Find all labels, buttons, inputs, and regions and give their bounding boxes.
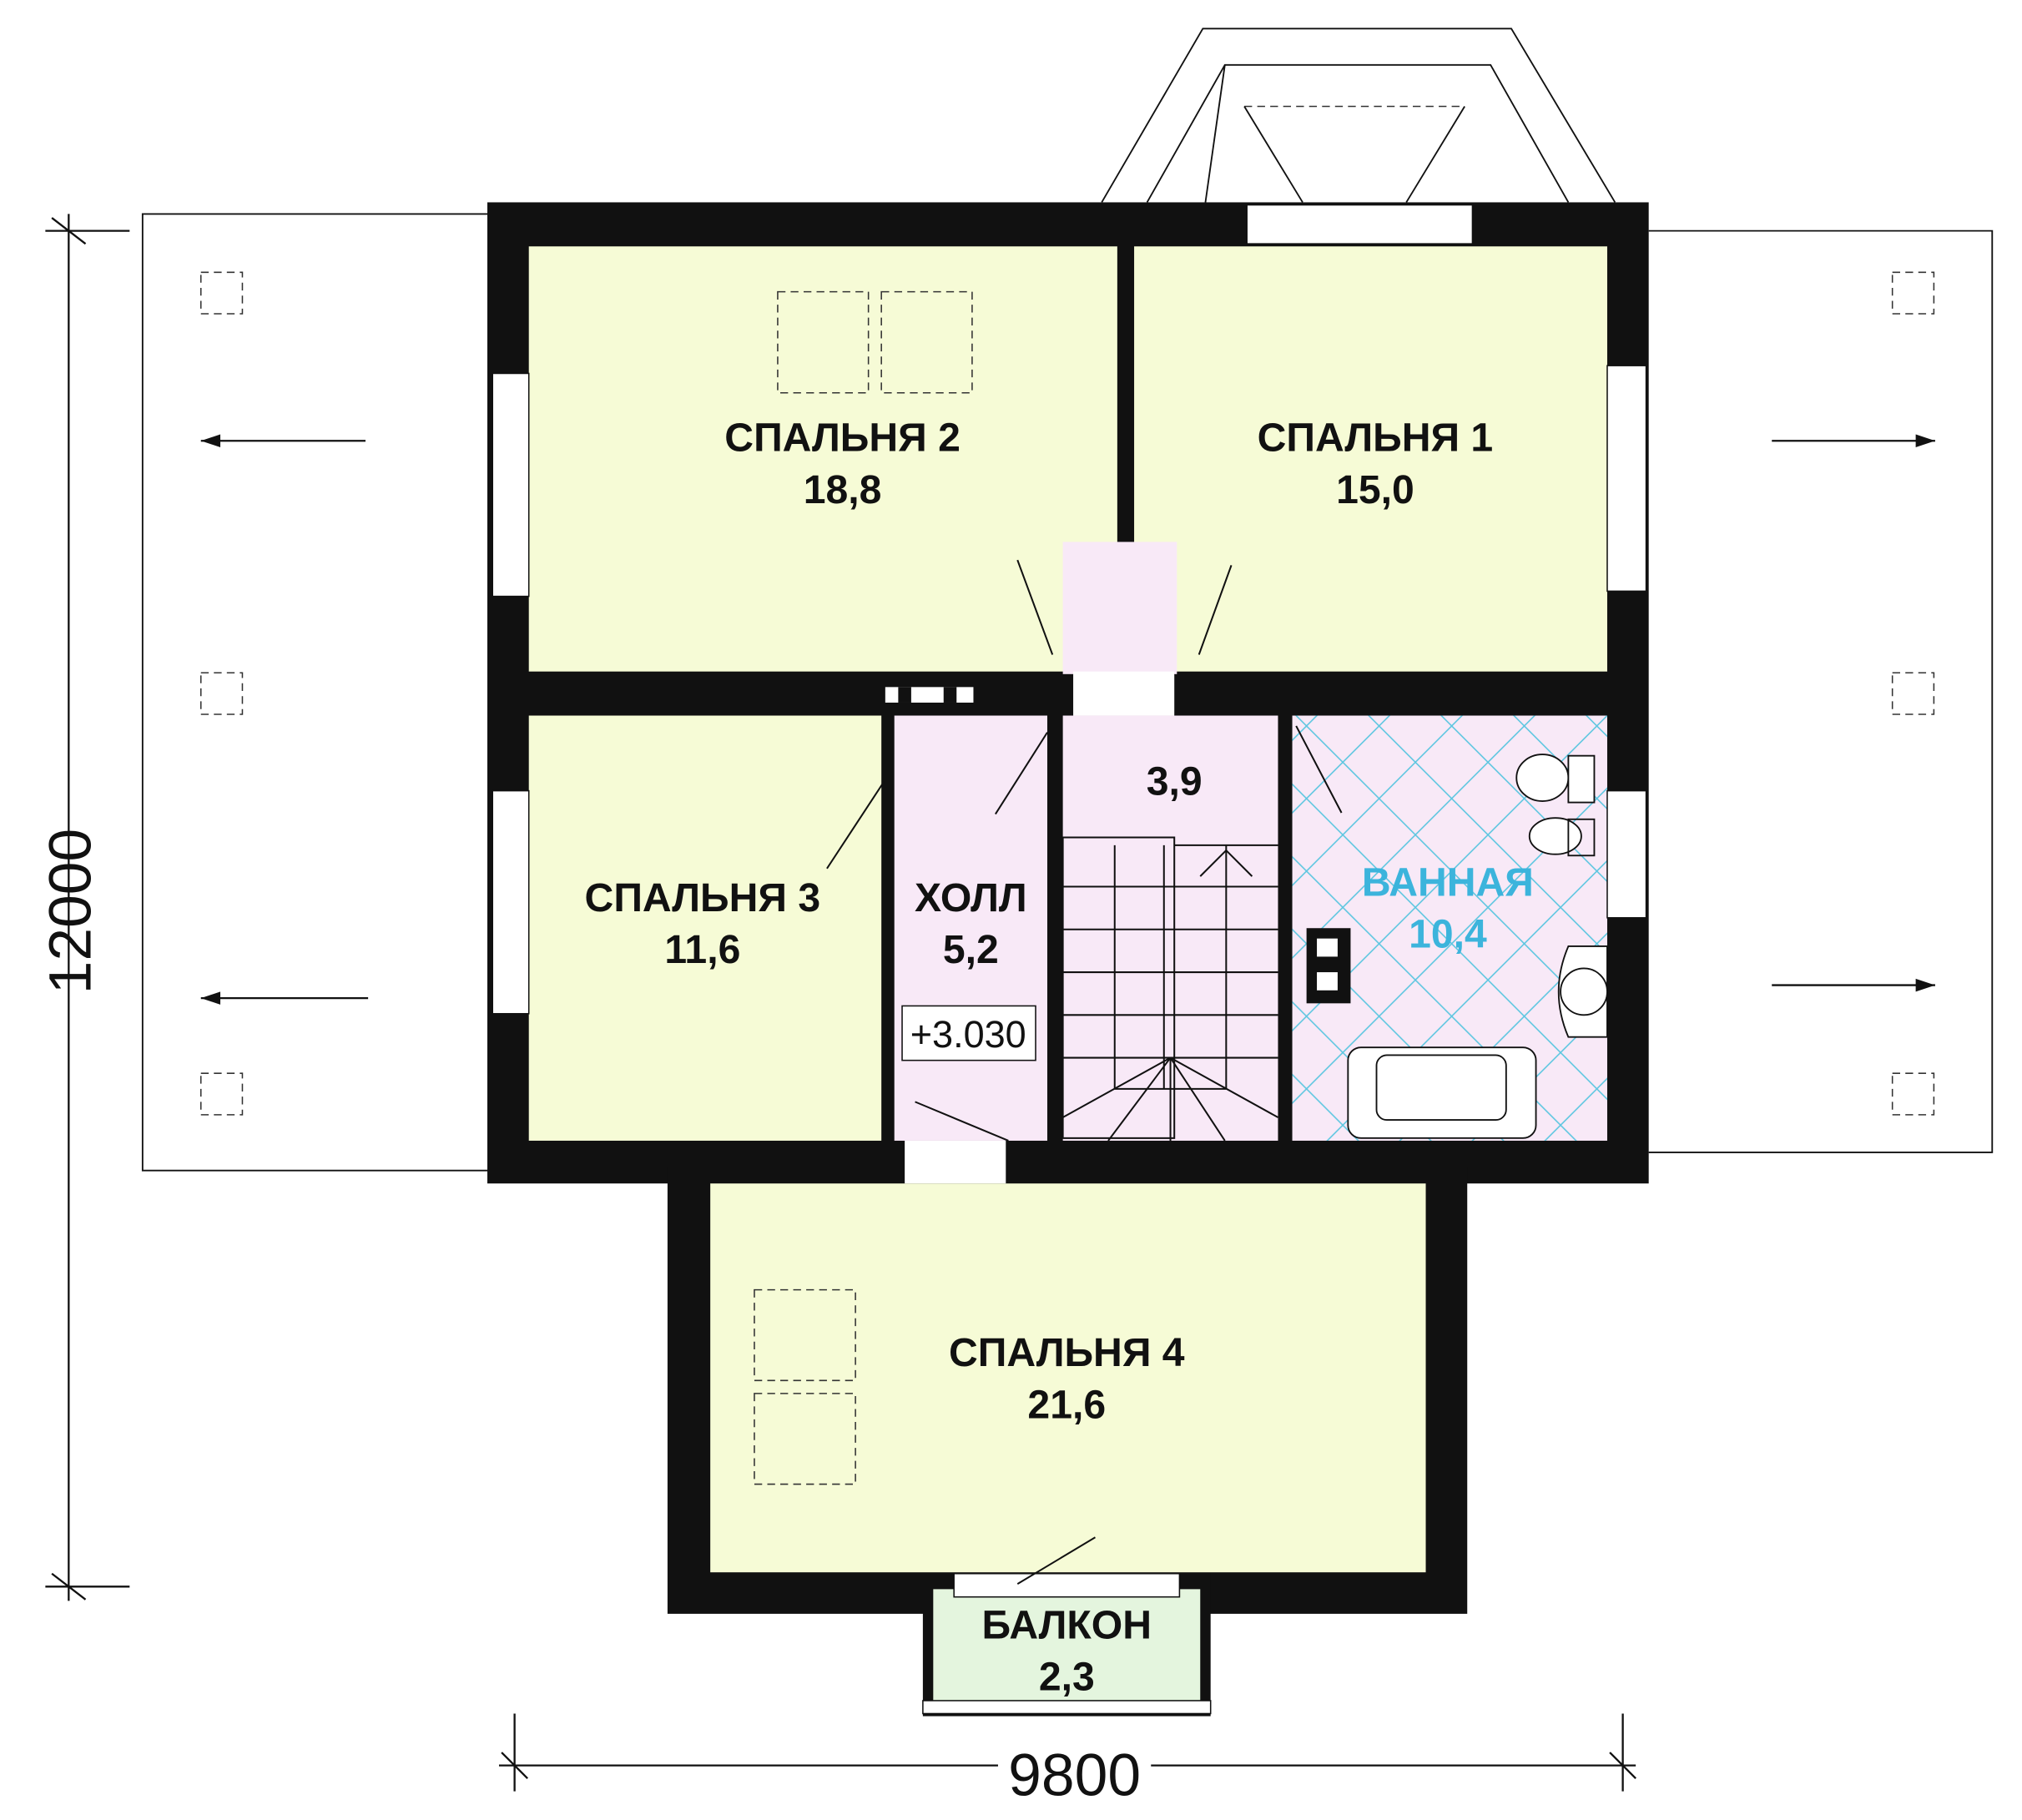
room-area: 21,6: [1027, 1382, 1106, 1427]
room-area: 3,9: [1147, 759, 1203, 804]
window: [1246, 204, 1474, 245]
column-mark: [199, 271, 244, 315]
balcony-rail: [922, 1700, 1212, 1715]
window: [1606, 789, 1647, 919]
skylights: [754, 290, 973, 1485]
dimension-width-label: 9800: [1008, 1742, 1141, 1808]
room-name: СПАЛЬНЯ 2: [724, 416, 961, 461]
bathroom-fixtures: [1347, 754, 1608, 1139]
windows: [492, 204, 1647, 1715]
room-hall: [894, 715, 1047, 1141]
room-name: СПАЛЬНЯ 4: [949, 1330, 1185, 1375]
doorway: [1073, 671, 1175, 716]
toilet-icon: [1515, 754, 1570, 802]
room-balcony: [933, 1589, 1201, 1707]
room-area: 15,0: [1336, 467, 1414, 512]
column-mark: [199, 672, 244, 715]
room-name: СПАЛЬНЯ 3: [585, 875, 821, 920]
room-area: 10,4: [1409, 912, 1487, 957]
closet: [1062, 542, 1177, 674]
level-mark-box: [901, 1005, 1036, 1061]
window: [492, 372, 530, 597]
balcony-door: [953, 1572, 1181, 1598]
staircase: [1061, 836, 1278, 1142]
column-mark: [1891, 271, 1935, 315]
room-area: 2,3: [1039, 1655, 1095, 1700]
level-mark: +3.030: [910, 1013, 1026, 1056]
doorway: [905, 1140, 1006, 1184]
roof-right: [1648, 229, 1994, 1153]
bidet-icon: [1528, 817, 1582, 855]
room-area: 11,6: [664, 927, 740, 972]
column-mark: [199, 1072, 244, 1116]
room-bedroom-2: [528, 246, 1117, 672]
roof-left: [141, 213, 488, 1172]
vent-icon: [885, 687, 1351, 1004]
room-name: ХОЛЛ: [915, 875, 1027, 920]
dimension-height: [45, 214, 130, 1601]
window: [492, 789, 530, 1015]
toilet-tank: [1567, 754, 1596, 804]
room-area: 5,2: [943, 927, 999, 972]
column-mark: [1891, 672, 1935, 715]
room-bedroom-4: [710, 1183, 1426, 1573]
room-bedroom-1: [1134, 246, 1607, 672]
column-mark: [1891, 1072, 1935, 1116]
room-name: БАЛКОН: [982, 1602, 1152, 1647]
room-name: ВАННАЯ: [1362, 860, 1534, 905]
dimension-height-label: 12000: [38, 829, 104, 995]
door-swings: [826, 559, 1343, 1586]
dimension-width: [498, 1713, 1636, 1792]
room-area: 18,8: [804, 467, 882, 512]
window: [1606, 365, 1647, 592]
room-name: СПАЛЬНЯ 1: [1258, 416, 1494, 461]
roof-dormer: [1101, 28, 1616, 203]
room-bedroom-3: [528, 715, 882, 1141]
